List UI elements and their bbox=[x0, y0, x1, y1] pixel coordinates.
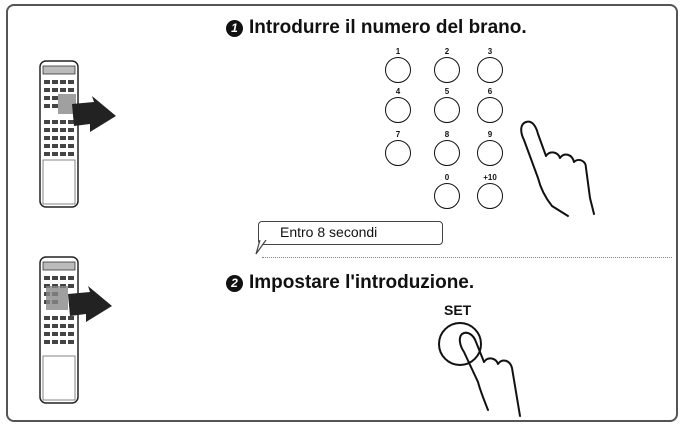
key-button[interactable] bbox=[434, 183, 460, 209]
remote-control-icon bbox=[39, 60, 79, 208]
key-label: +10 bbox=[483, 173, 497, 182]
key-0[interactable]: 0 bbox=[432, 172, 462, 209]
step-2-heading: 2 Impostare l'introduzione. bbox=[226, 272, 474, 294]
callout-tail bbox=[255, 240, 267, 255]
key-button[interactable] bbox=[385, 57, 411, 83]
key-label: 3 bbox=[487, 47, 493, 56]
step-1-title: Introdurre il numero del brano. bbox=[249, 17, 527, 38]
key-button[interactable] bbox=[434, 97, 460, 123]
press-arrow-icon bbox=[68, 286, 112, 322]
set-button[interactable] bbox=[438, 322, 482, 366]
key-label: 1 bbox=[395, 47, 401, 56]
key-button[interactable] bbox=[385, 97, 411, 123]
key-label: 4 bbox=[395, 87, 401, 96]
key-label: 7 bbox=[395, 130, 401, 139]
set-label: SET bbox=[444, 302, 472, 318]
step-1-heading: 1 Introdurre il numero del brano. bbox=[226, 17, 527, 39]
step-2-badge: 2 bbox=[226, 274, 243, 292]
key-button[interactable] bbox=[477, 183, 503, 209]
pointing-hand-icon bbox=[458, 331, 521, 417]
key-5[interactable]: 5 bbox=[432, 86, 462, 123]
press-arrow-icon bbox=[72, 96, 116, 132]
key-label: 6 bbox=[487, 87, 493, 96]
step-1-badge: 1 bbox=[226, 19, 243, 37]
key-button[interactable] bbox=[434, 140, 460, 166]
step-2-title: Impostare l'introduzione. bbox=[249, 272, 475, 293]
pointing-hand-icon bbox=[520, 120, 595, 217]
key-button[interactable] bbox=[434, 57, 460, 83]
key-label: 5 bbox=[444, 87, 450, 96]
key-1[interactable]: 1 bbox=[383, 46, 413, 83]
key-button[interactable] bbox=[477, 97, 503, 123]
key-6[interactable]: 6 bbox=[475, 86, 505, 123]
time-limit-callout: Entro 8 secondi bbox=[258, 221, 443, 245]
key-button[interactable] bbox=[385, 140, 411, 166]
key-button[interactable] bbox=[477, 57, 503, 83]
key-label: 9 bbox=[487, 130, 493, 139]
key-4[interactable]: 4 bbox=[383, 86, 413, 123]
key-3[interactable]: 3 bbox=[475, 46, 505, 83]
key-7[interactable]: 7 bbox=[383, 129, 413, 166]
key-label: 8 bbox=[444, 130, 450, 139]
divider bbox=[262, 257, 672, 258]
key-button[interactable] bbox=[477, 140, 503, 166]
key-9[interactable]: 9 bbox=[475, 129, 505, 166]
instruction-panel bbox=[6, 4, 678, 422]
key-plus10[interactable]: +10 bbox=[475, 172, 505, 209]
key-label: 2 bbox=[444, 47, 450, 56]
key-label: 0 bbox=[444, 173, 450, 182]
remote-control-icon bbox=[39, 256, 79, 404]
key-2[interactable]: 2 bbox=[432, 46, 462, 83]
key-8[interactable]: 8 bbox=[432, 129, 462, 166]
